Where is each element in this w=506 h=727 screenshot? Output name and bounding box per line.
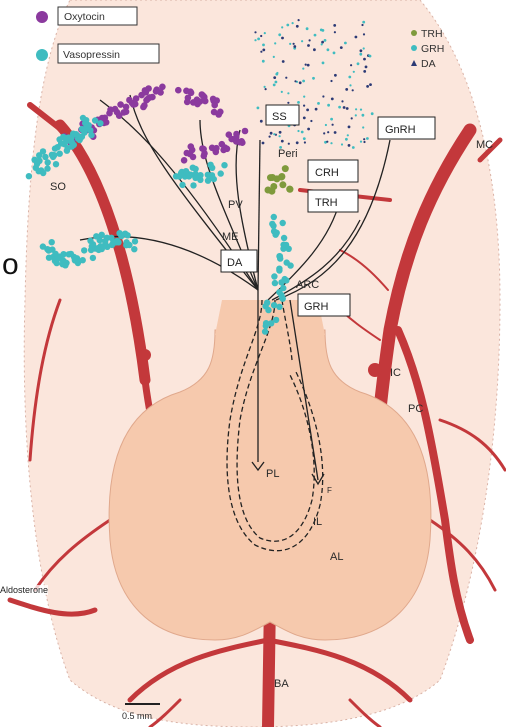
legend-trh-label: TRH [421, 28, 443, 40]
label-peri: Peri [278, 148, 298, 160]
label-f: F [327, 486, 332, 495]
label-mc: MC [476, 139, 493, 151]
scale-bar-label: 0.5 mm [122, 711, 152, 721]
legend-vasopressin-dot [36, 49, 48, 61]
legend-vasopressin-label: Vasopressin [63, 49, 120, 61]
edge-letter-o: o [2, 248, 19, 282]
label-trh: TRH [315, 197, 338, 209]
so-artery-node [139, 349, 151, 361]
label-pv: PV [228, 199, 243, 211]
label-ic: IC [390, 367, 401, 379]
ic-node [368, 363, 382, 377]
legend-oxytocin-dot [36, 11, 48, 23]
legend-trh-dot [411, 30, 417, 36]
label-grh: GRH [304, 301, 329, 313]
legend-da-label: DA [421, 58, 436, 70]
legend-oxytocin-label: Oxytocin [64, 11, 105, 23]
label-ba: BA [274, 678, 289, 690]
aldosterone-label: Aldosterone [0, 585, 48, 595]
label-gnrh: GnRH [385, 124, 416, 136]
legend-grh-dot [411, 45, 417, 51]
label-pc: PC [408, 403, 423, 415]
label-crh: CRH [315, 167, 339, 179]
label-il: IL [313, 516, 322, 528]
label-me: ME [222, 231, 239, 243]
label-arc: ARC [296, 279, 319, 291]
label-ss: SS [272, 111, 287, 123]
label-al: AL [330, 551, 343, 563]
legend-grh-label: GRH [421, 43, 444, 55]
label-so: SO [50, 181, 66, 193]
label-pl: PL [266, 468, 279, 480]
label-da: DA [227, 257, 243, 269]
